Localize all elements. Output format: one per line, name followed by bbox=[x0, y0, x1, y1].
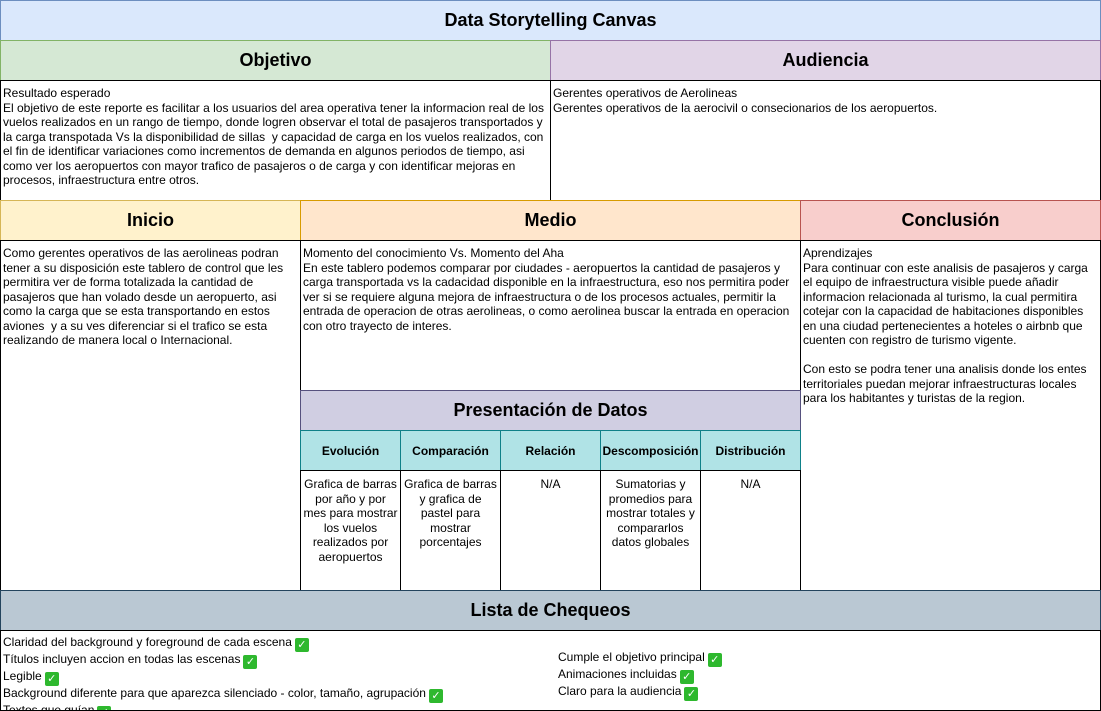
checklist-item: Textos que guían✓ bbox=[3, 703, 443, 711]
medio-header-text: Medio bbox=[524, 210, 577, 230]
check-mark-icon: ✓ bbox=[243, 655, 258, 669]
comparacion-header-text: Comparación bbox=[412, 443, 489, 458]
medio-header: Medio bbox=[300, 200, 801, 241]
checklist-item-label: Animaciones incluidas bbox=[558, 666, 677, 681]
distribucion-content: N/A bbox=[700, 470, 801, 591]
checklist-header: Lista de Chequeos bbox=[0, 590, 1101, 631]
checklist-header-text: Lista de Chequeos bbox=[470, 600, 631, 620]
checklist-item-label: Legible bbox=[3, 669, 42, 683]
check-mark-icon: ✓ bbox=[97, 706, 112, 710]
checklist-item-label: Títulos incluyen accion en todas las esc… bbox=[3, 652, 241, 666]
distribucion-header: Distribución bbox=[700, 430, 801, 471]
evolucion-content: Grafica de barras por año y por mes para… bbox=[300, 470, 401, 591]
audiencia-header: Audiencia bbox=[550, 40, 1101, 81]
checklist-left-column: Claridad del background y foreground de … bbox=[3, 635, 443, 711]
comparacion-content: Grafica de barras y grafica de pastel pa… bbox=[400, 470, 501, 591]
inicio-header: Inicio bbox=[0, 200, 301, 241]
checklist-item: Claridad del background y foreground de … bbox=[3, 635, 443, 652]
distribucion-header-text: Distribución bbox=[715, 443, 786, 458]
evolucion-header-text: Evolución bbox=[321, 443, 380, 458]
relacion-header: Relación bbox=[500, 430, 601, 471]
check-mark-icon: ✓ bbox=[428, 689, 443, 703]
checklist-item-label: Textos que guían bbox=[3, 703, 95, 711]
checklist-item: Claro para la audiencia✓ bbox=[558, 684, 722, 701]
descomposicion-header: Descomposición bbox=[600, 430, 701, 471]
checklist-right-column: Cumple el objetivo principal✓ Animacione… bbox=[558, 650, 722, 701]
relacion-header-text: Relación bbox=[525, 443, 576, 458]
audiencia-header-text: Audiencia bbox=[782, 50, 869, 70]
checklist-item: Background diferente para que aparezca s… bbox=[3, 686, 443, 703]
inicio-header-text: Inicio bbox=[126, 210, 174, 230]
checklist-item-label: Cumple el objetivo principal bbox=[558, 649, 705, 664]
inicio-content: Como gerentes operativos de las aeroline… bbox=[0, 240, 301, 591]
objetivo-header-text: Objetivo bbox=[239, 50, 312, 70]
presentacion-header: Presentación de Datos bbox=[300, 390, 801, 431]
conclusion-header-text: Conclusión bbox=[901, 210, 1000, 230]
checklist-item: Animaciones incluidas✓ bbox=[558, 667, 722, 684]
evolucion-header: Evolución bbox=[300, 430, 401, 471]
check-mark-icon: ✓ bbox=[684, 686, 699, 701]
checklist-content: Claridad del background y foreground de … bbox=[0, 630, 1101, 711]
check-mark-icon: ✓ bbox=[679, 669, 694, 684]
check-mark-icon: ✓ bbox=[44, 672, 59, 686]
checklist-item: Cumple el objetivo principal✓ bbox=[558, 650, 722, 667]
conclusion-header: Conclusión bbox=[800, 200, 1101, 241]
audiencia-content: Gerentes operativos de Aerolineas Gerent… bbox=[550, 80, 1101, 201]
check-mark-icon: ✓ bbox=[707, 652, 722, 667]
objetivo-content: Resultado esperado El objetivo de este r… bbox=[0, 80, 551, 201]
medio-content: Momento del conocimiento Vs. Momento del… bbox=[300, 240, 801, 391]
checklist-item: Títulos incluyen accion en todas las esc… bbox=[3, 652, 443, 669]
objetivo-header: Objetivo bbox=[0, 40, 551, 81]
conclusion-content: Aprendizajes Para continuar con este ana… bbox=[800, 240, 1101, 591]
checklist-item-label: Background diferente para que aparezca s… bbox=[3, 686, 426, 700]
check-mark-icon: ✓ bbox=[294, 638, 309, 652]
checklist-item-label: Claridad del background y foreground de … bbox=[3, 635, 292, 649]
presentacion-header-text: Presentación de Datos bbox=[453, 400, 648, 420]
checklist-item-label: Claro para la audiencia bbox=[558, 683, 682, 698]
relacion-content: N/A bbox=[500, 470, 601, 591]
canvas-title: Data Storytelling Canvas bbox=[0, 0, 1101, 41]
comparacion-header: Comparación bbox=[400, 430, 501, 471]
descomposicion-header-text: Descomposición bbox=[602, 443, 699, 458]
checklist-item: Legible✓ bbox=[3, 669, 443, 686]
canvas-title-text: Data Storytelling Canvas bbox=[444, 10, 657, 30]
descomposicion-content: Sumatorias y promedios para mostrar tota… bbox=[600, 470, 701, 591]
